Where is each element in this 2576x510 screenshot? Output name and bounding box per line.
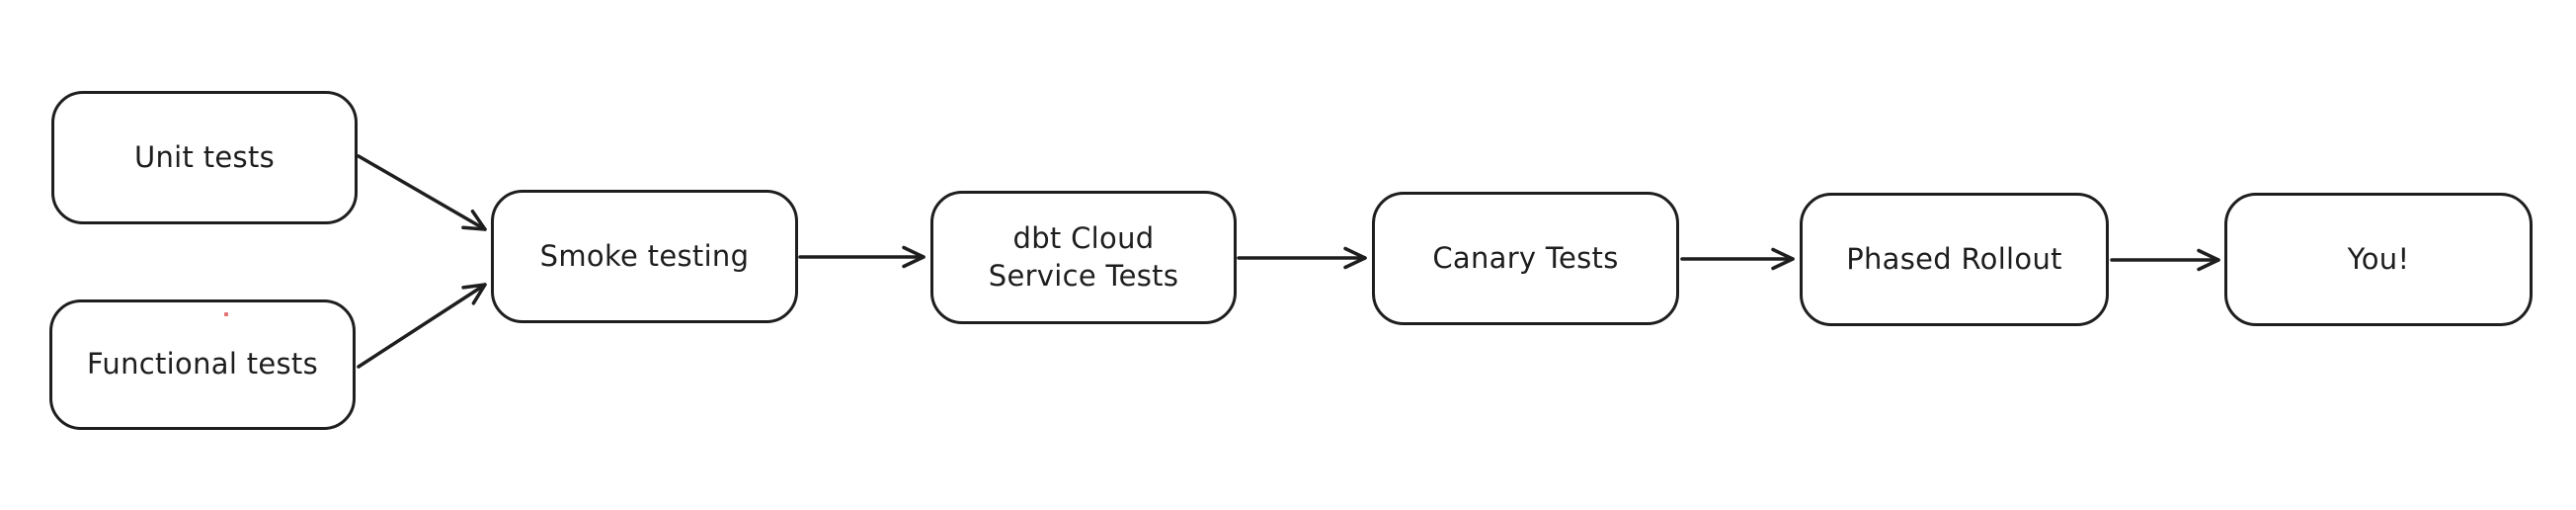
node-canary-tests: Canary Tests (1372, 192, 1679, 325)
node-canary-tests-label: Canary Tests (1432, 240, 1619, 275)
node-smoke-testing-label: Smoke testing (539, 238, 750, 273)
node-you: You! (2224, 193, 2533, 326)
node-phased-rollout: Phased Rollout (1800, 193, 2109, 326)
node-phased-rollout-label: Phased Rollout (1846, 241, 2062, 276)
node-smoke-testing: Smoke testing (491, 190, 798, 323)
stray-pink-pixel-artifact (224, 312, 228, 316)
node-you-label: You! (2347, 241, 2410, 276)
node-functional-tests: Functional tests (49, 299, 356, 430)
node-functional-tests-label: Functional tests (87, 347, 318, 382)
node-dbt-cloud-service-tests: dbt Cloud Service Tests (930, 191, 1237, 324)
node-unit-tests-label: Unit tests (133, 139, 276, 174)
arrow-functional-tests-to-smoke-testing (357, 283, 487, 369)
node-unit-tests: Unit tests (51, 91, 358, 224)
arrow-unit-tests-to-smoke-testing (357, 154, 487, 231)
node-dbt-cloud-service-tests-label: dbt Cloud Service Tests (988, 221, 1179, 293)
